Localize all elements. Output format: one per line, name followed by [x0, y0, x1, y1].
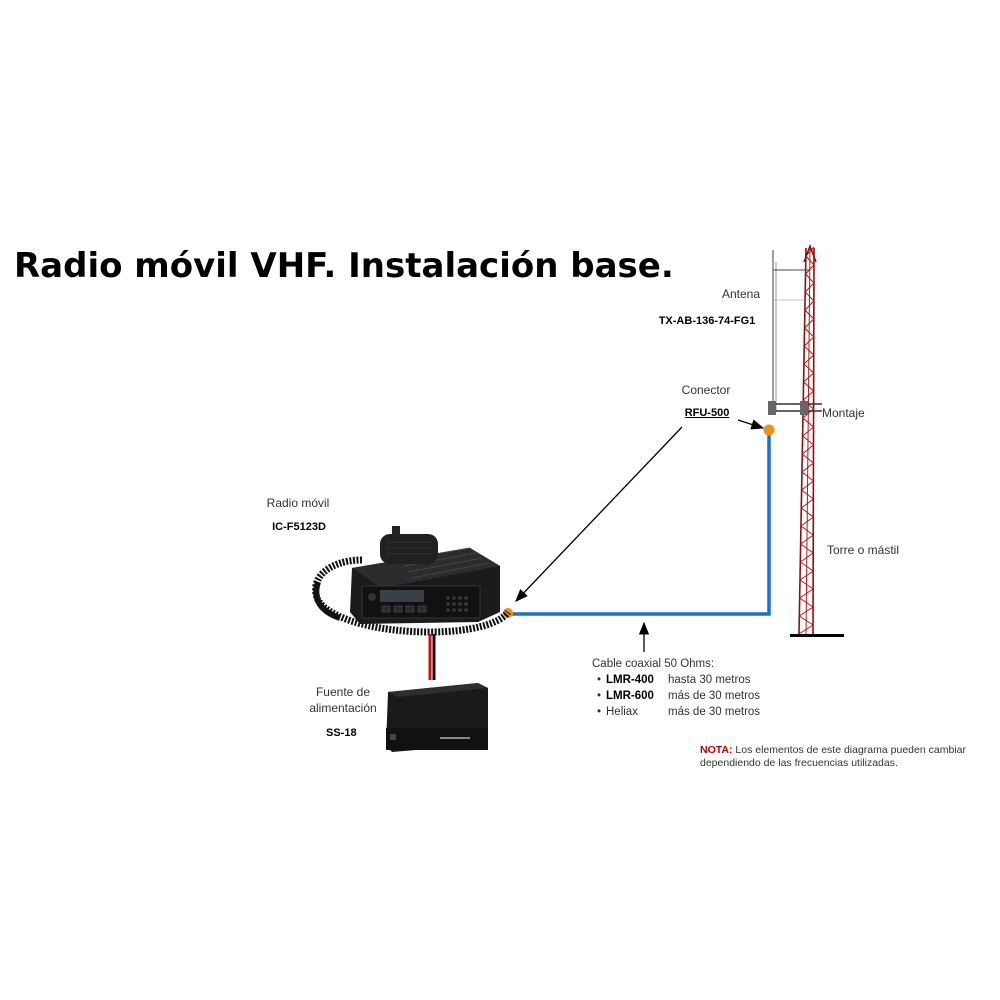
power-supply-label-line2: alimentación [309, 701, 377, 715]
radio-label: Radio móvil [266, 496, 330, 510]
mobile-radio [312, 526, 511, 636]
note-tag: NOTA: [700, 744, 733, 756]
power-supply-unit [386, 683, 488, 752]
power-supply-label-line1: Fuente de [315, 685, 371, 699]
radio-model: IC-F5123D [272, 521, 326, 533]
cable-spec-item: • LMR-400 hasta 30 metros [596, 674, 751, 686]
connector-label: Conector [681, 383, 731, 397]
cable-spec-name: LMR-400 [606, 674, 654, 686]
note: NOTA: Los elementos de este diagrama pue… [700, 744, 990, 770]
cable-spec-desc: hasta 30 metros [668, 674, 751, 686]
cable-spec-name: Heliax [606, 706, 638, 718]
cable-spec-desc: más de 30 metros [668, 706, 761, 718]
connector-model: RFU-500 [684, 407, 730, 419]
arrow-connector-to-radio [515, 426, 683, 602]
antenna-label: Antena [721, 287, 761, 301]
antenna [772, 250, 810, 412]
coaxial-cable [508, 430, 771, 616]
cable-spec-header: Cable coaxial 50 Ohms: [592, 658, 715, 670]
cable-spec-list: Cable coaxial 50 Ohms: • LMR-400 hasta 3… [592, 658, 760, 720]
power-supply-label: Fuente de alimentación [309, 684, 376, 716]
tower-label: Torre o mástil [827, 543, 900, 557]
cable-spec-name: LMR-600 [606, 690, 654, 702]
cable-spec-item: • Heliax más de 30 metros [596, 706, 761, 718]
power-supply-model: SS-18 [326, 727, 357, 739]
power-wires [428, 634, 436, 680]
mount-label: Montaje [822, 406, 865, 420]
tower-mast [790, 243, 844, 637]
cable-spec-item: • LMR-600 más de 30 metros [596, 690, 761, 702]
mount-bracket [768, 401, 822, 415]
antenna-model: TX-AB-136-74-FG1 [658, 315, 756, 327]
cable-spec-desc: más de 30 metros [668, 690, 761, 702]
note-text: Los elementos de este diagrama pueden ca… [700, 744, 966, 769]
connector-top-dot [763, 424, 775, 436]
page-title: Radio móvil VHF. Instalación base. [14, 246, 674, 286]
arrow-connector-to-top [737, 419, 765, 430]
